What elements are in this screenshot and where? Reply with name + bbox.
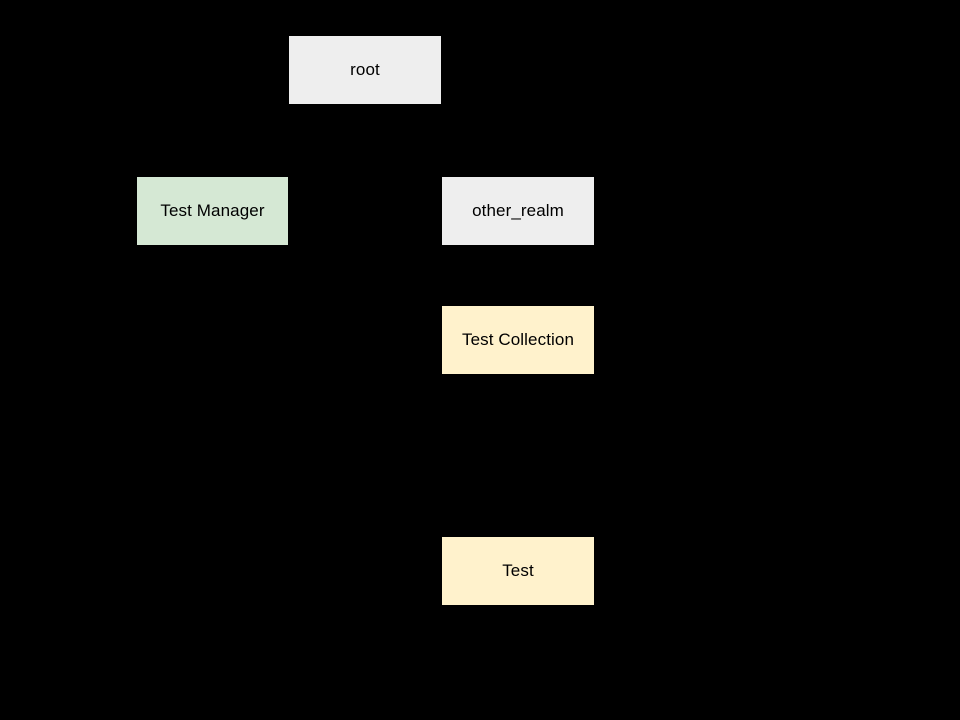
node-root[interactable]: root — [289, 36, 441, 104]
edge-root-to-other_realm — [364, 103, 519, 178]
node-test-manager[interactable]: Test Manager — [137, 177, 288, 245]
node-root-label: root — [350, 59, 380, 79]
node-other-realm-label: other_realm — [472, 200, 564, 220]
node-test-collection[interactable]: Test Collection — [442, 306, 594, 374]
node-test-collection-label: Test Collection — [461, 329, 575, 349]
node-test[interactable]: Test — [442, 537, 594, 605]
edge-root-to-test_manager — [211, 103, 366, 178]
node-other-realm[interactable]: other_realm — [442, 177, 594, 245]
node-test-label: Test — [502, 560, 534, 580]
node-test-manager-label: Test Manager — [160, 200, 265, 220]
